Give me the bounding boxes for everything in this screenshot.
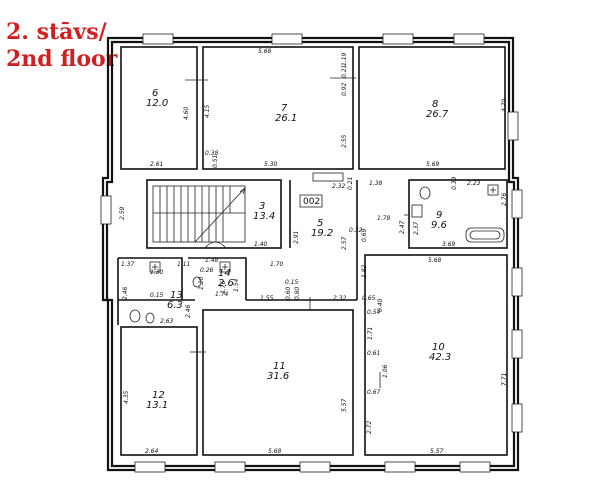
room-9-area: 9.6 [431,220,447,231]
room-8-area: 26.7 [426,109,449,120]
dimension-label: 1.06 [382,364,389,378]
dimension-label: 0.69 [361,228,368,242]
room-5-area: 19.2 [311,228,333,239]
dimension-label: 2.72 [366,420,373,434]
dimension-label: 0.21 [347,177,354,190]
dimension-label: 2.32 [333,295,347,302]
dimension-label: 0.15 [150,292,164,299]
dimension-label: 5.30 [264,161,278,168]
dimension-label: 2.61 [150,161,163,168]
dimension-label: 5.57 [341,398,348,412]
dimension-label: 0.39 [451,176,458,190]
dimension-label: 0.40 [377,298,384,312]
dimension-label: 2.37 [413,221,420,235]
floor-title-line2: 2nd floor [6,46,118,72]
dimension-label: 0.26 [200,267,214,274]
dimension-label: 0.65 [362,295,376,302]
dimension-label: 0.38 [205,150,219,157]
interior-walls [117,46,508,456]
room-8-number: 8 [432,99,438,110]
dimension-label: 2.91 [293,231,300,244]
dimension-label: 1.40 [254,241,268,248]
dimension-label: 0.15 [285,279,299,286]
dimension-label: 5.57 [430,448,444,455]
dimension-label: 0.67 [367,389,381,396]
staircase [152,185,246,243]
dimension-label: 0.60 [285,286,292,300]
dimension-label: 4.35 [123,390,130,404]
windows [100,33,523,473]
dimension-label: 1.30 [150,269,164,276]
dimension-label: 1.19 [341,52,348,66]
floor-title-line1: 2. stāvs/ [6,19,107,45]
room-14-number: 14 [218,268,231,279]
dimension-label: 3.69 [442,241,456,248]
dimension-label: 2.64 [145,448,159,455]
dimension-label: 1.48 [205,257,219,264]
dimension-label: 1.37 [121,261,135,268]
room-11-number: 11 [273,361,286,372]
dimension-label: 5.68 [428,257,442,264]
room-5-number: 5 [317,218,323,229]
room-13-area: 6.3 [167,300,183,311]
room-6-number: 6 [152,88,158,99]
room-11-area: 31.6 [267,371,289,382]
dimension-label: 1.74 [215,291,229,298]
room-6-area: 12.0 [146,98,168,109]
dimension-label: 2.63 [160,318,174,325]
dimension-label: 0.32 [349,227,363,234]
dimension-label: 0.21 [341,65,348,78]
room-3-area: 13.4 [253,211,275,222]
dimension-label: 2.55 [341,134,348,148]
dimension-label: 0.92 [341,82,348,96]
dimension-label: 0.51 [212,155,219,168]
room-tag-box [299,194,323,208]
room-tag: 002 [303,197,320,207]
dimension-label: 1.76 [220,280,227,294]
dimension-label: 1.20 [198,276,205,290]
dimension-label: 5.68 [268,448,282,455]
dimension-label: 4.60 [183,106,190,120]
room-13-number: 13 [170,290,183,301]
dimension-label: 1.71 [367,327,374,340]
room-labels: 6 12.0 7 26.1 8 26.7 3 13.4 5 19.2 9 9.6… [146,88,451,411]
dimension-label: 5.68 [258,48,272,55]
dimension-label: 4.15 [204,104,211,118]
dimension-label: 0.54 [367,309,381,316]
room-12-area: 13.1 [146,400,168,411]
fixtures [129,184,505,324]
doors [185,77,410,388]
dimension-label: 4.70 [501,98,508,112]
dimension-label: 2.59 [119,206,126,220]
dimension-label: 2.47 [399,220,406,234]
dimension-label: 2.57 [341,236,348,250]
room-10-number: 10 [432,342,445,353]
room-14-area: 2.6 [218,278,234,289]
dimension-label: 7.71 [501,373,508,386]
room-7-number: 7 [281,103,288,114]
dimension-label: 1.54 [233,278,240,292]
dimension-label: 2.46 [122,286,129,300]
dimension-label: 2.76 [501,192,508,206]
dimension-label: 1.55 [260,295,274,302]
dimension-label: 1.82 [361,264,368,278]
dimension-label: 2.23 [467,180,481,187]
room-12-number: 12 [152,390,165,401]
dimension-labels: 5.68 4.60 2.61 0.38 0.51 5.30 4.15 0.92 … [119,48,508,455]
room-3-number: 3 [259,201,265,212]
room-10-area: 42.3 [429,352,451,363]
dimension-label: 2.32 [332,183,346,190]
dimension-label: 1.11 [177,261,190,268]
dimension-label: 1.38 [369,180,383,187]
dimension-label: 1.70 [270,261,284,268]
dimension-label: 1.78 [377,215,391,222]
dimension-label: 0.80 [294,286,301,300]
dimension-label: 0.61 [367,350,380,357]
dimension-label: 2.46 [185,304,192,318]
dimension-label: 5.69 [426,161,440,168]
room-7-area: 26.1 [275,113,297,124]
room-9-number: 9 [436,210,442,221]
